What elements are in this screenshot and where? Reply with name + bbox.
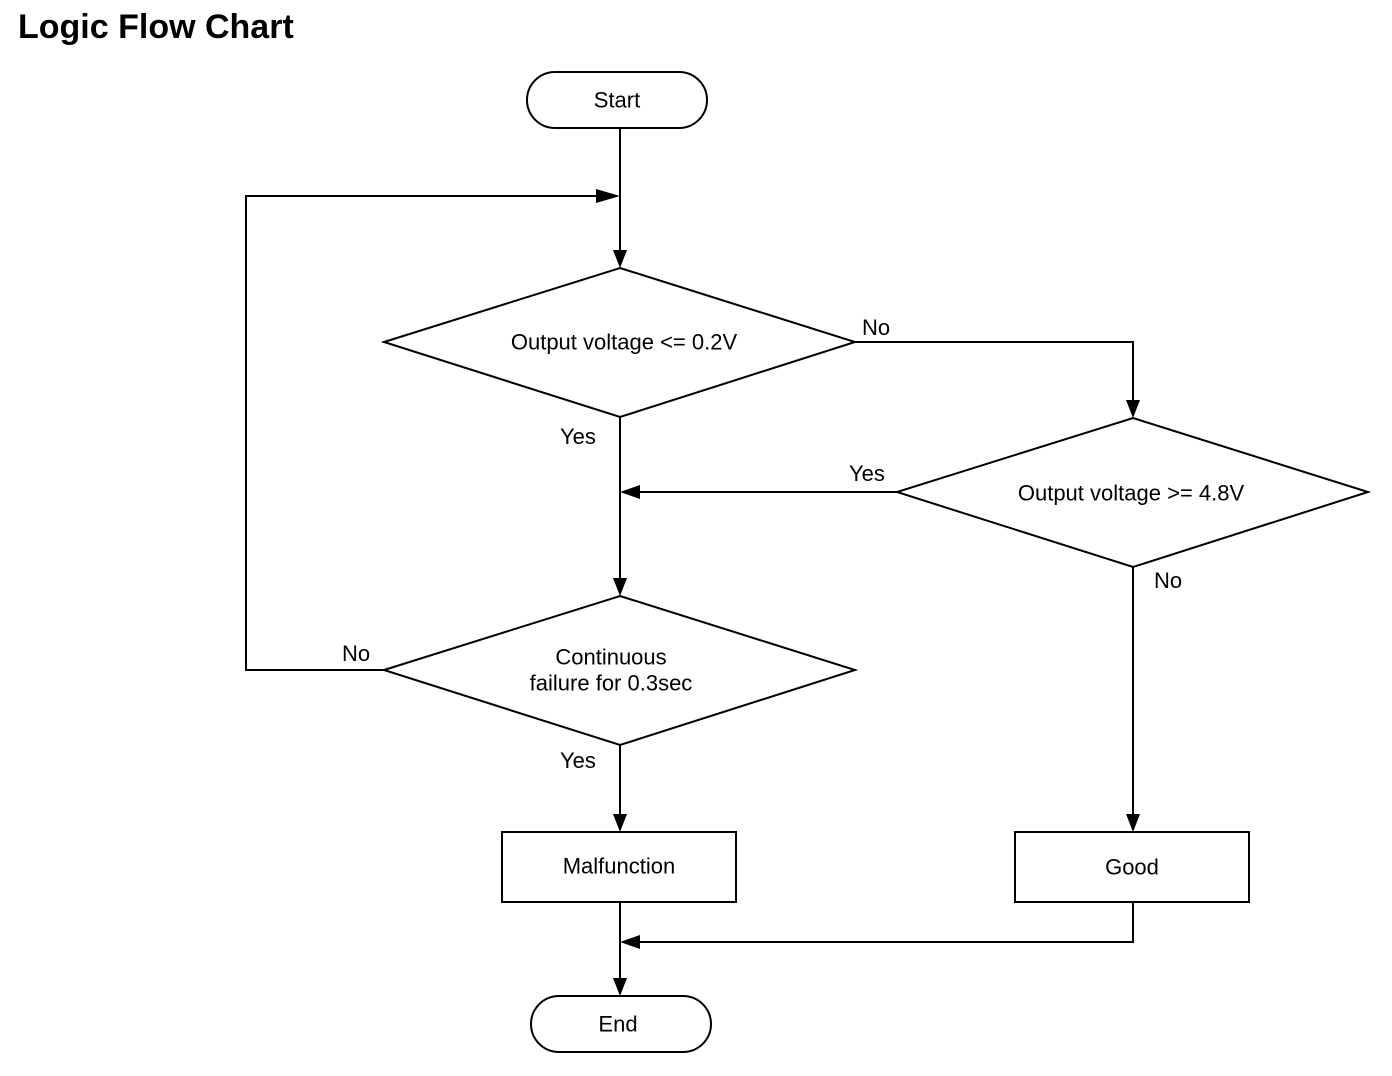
arrowhead-into-good <box>1126 814 1140 832</box>
node-good: Good <box>1014 831 1250 903</box>
arrowhead-high-yes <box>620 485 640 499</box>
arrowhead-into-high <box>1126 400 1140 418</box>
node-end: End <box>530 995 712 1053</box>
node-decision-low: Output voltage <= 0.2V <box>380 266 859 419</box>
edge-good-to-end <box>636 902 1134 943</box>
node-decision-low-label: Output voltage <= 0.2V <box>511 330 738 355</box>
node-decision-continuous-line2: failure for 0.3sec <box>530 671 693 696</box>
arrowhead-into-continuous <box>613 578 627 596</box>
node-malfunction: Malfunction <box>501 831 737 903</box>
node-decision-continuous-line1: Continuous <box>555 645 666 670</box>
arrowhead-into-malfunction <box>613 814 627 832</box>
label-low-yes: Yes <box>560 424 596 449</box>
label-continuous-yes: Yes <box>560 748 596 773</box>
label-low-no: No <box>862 315 890 340</box>
page-title: Logic Flow Chart <box>18 8 294 46</box>
node-end-label: End <box>598 1012 637 1037</box>
node-start: Start <box>526 71 708 129</box>
label-continuous-no: No <box>342 641 370 666</box>
arrowhead-into-low <box>613 250 627 268</box>
node-decision-high-label: Output voltage >= 4.8V <box>1018 481 1245 506</box>
node-start-label: Start <box>594 88 640 113</box>
edge-continuous-no-loop <box>245 195 604 671</box>
arrowhead-good-join <box>620 935 640 949</box>
node-decision-high: Output voltage >= 4.8V <box>893 416 1372 569</box>
label-high-no: No <box>1154 568 1182 593</box>
arrowhead-top-junction <box>596 189 620 203</box>
node-good-label: Good <box>1105 855 1159 880</box>
node-malfunction-label: Malfunction <box>563 854 676 879</box>
node-decision-continuous: Continuous failure for 0.3sec <box>380 594 859 747</box>
edge-low-no <box>855 341 1134 402</box>
arrowhead-into-end <box>613 978 627 996</box>
label-high-yes: Yes <box>849 461 885 486</box>
